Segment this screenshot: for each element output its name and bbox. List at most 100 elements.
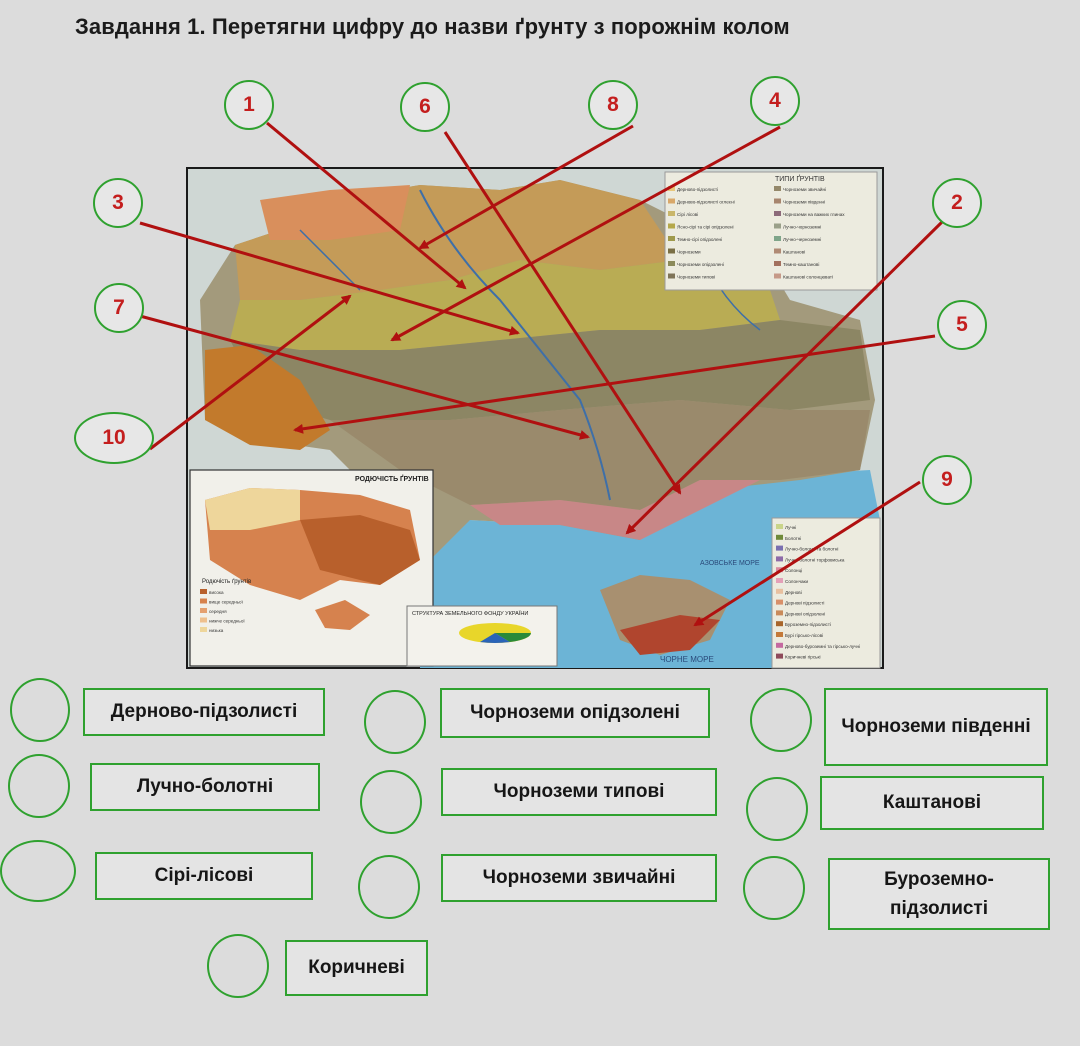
legend-item: Чорноземи звичайні (783, 186, 826, 192)
legend-item: Чорноземи типові (677, 275, 715, 280)
inset-legend-swatch (200, 589, 207, 594)
arrow-4 (390, 125, 781, 342)
label-chornozemy-pivdenni: Чорноземи південні (824, 688, 1048, 766)
legend-swatch (668, 198, 675, 204)
drop-slot-5[interactable] (360, 770, 422, 834)
legend2-swatch (776, 632, 783, 637)
legend-swatch (668, 186, 675, 191)
drop-slot-7[interactable] (0, 840, 76, 902)
structure-slice (495, 633, 531, 642)
legend2-swatch (776, 524, 783, 529)
legend2-item: Дернові опідзолені (785, 611, 825, 616)
legend2-swatch (776, 599, 783, 605)
legend2-item: Дернові підзолисті (785, 601, 824, 606)
legend2-swatch (776, 610, 783, 616)
inset-zone-low (205, 488, 300, 530)
label-kashtanovi: Каштанові (820, 776, 1044, 830)
legend2-swatch (776, 653, 783, 659)
legend-swatch (668, 248, 675, 254)
legend-swatch (774, 186, 781, 191)
legend2-swatch (776, 588, 783, 594)
legend2-item: Бурі гірсько-лісові (785, 633, 823, 638)
inset-legend-swatch (200, 627, 207, 632)
legend-item: Темно-сірі опідзолені (677, 237, 722, 242)
arrow-10 (149, 294, 352, 451)
inset-title: РОДЮЧІСТЬ ҐРУНТІВ (355, 474, 429, 483)
legend-swatch (668, 211, 675, 216)
label-chornozemy-typovi: Чорноземи типові (441, 768, 717, 816)
legend-swatch (774, 261, 781, 266)
legend2-item: Коричневі гірські (785, 655, 821, 660)
legend-item: Темно-каштанові (783, 262, 819, 267)
label-chornozemy-opidzoleni: Чорноземи опідзолені (440, 688, 710, 738)
arrow-7 (139, 314, 590, 440)
inset-crimea (315, 600, 370, 630)
legend2-swatch (776, 642, 783, 648)
number-3-circle[interactable]: 3 (93, 178, 143, 228)
drop-slot-1[interactable] (10, 678, 70, 742)
legend-swatch (774, 223, 781, 229)
legend-item: Сірі лісові (677, 212, 698, 217)
legend-swatch (774, 273, 781, 279)
inset-legend-swatch (200, 598, 207, 604)
inset-legend-item: нижче середньої (209, 619, 245, 624)
drop-slot-3[interactable] (750, 688, 812, 752)
number-2-circle[interactable]: 2 (932, 178, 982, 228)
number-7-circle[interactable]: 7 (94, 283, 144, 333)
legend-swatch (774, 211, 781, 216)
number-9-circle[interactable]: 9 (922, 455, 972, 505)
inset-legend-item: низька (209, 628, 224, 633)
legend-item: Чорноземи на важких глинах (783, 212, 845, 217)
zone-chernozem-typical (230, 320, 870, 420)
label-burozemno-pidzolysti: Буроземно-підзолисті (828, 858, 1050, 930)
legend-item: Дерново-підзолисті (677, 187, 718, 192)
drop-slot-6[interactable] (746, 777, 808, 841)
legend-swatch (774, 248, 781, 254)
number-8-circle[interactable]: 8 (588, 80, 638, 130)
legend-item: Чорноземи південні (783, 200, 825, 205)
number-1-circle[interactable]: 1 (224, 80, 274, 130)
label-dernovo-pidzolysti: Дерново-підзолисті (83, 688, 325, 736)
structure-title: СТРУКТУРА ЗЕМЕЛЬНОГО ФОНДУ УКРАЇНИ (412, 610, 528, 617)
task-title: Завдання 1. Перетягни цифру до назви ґру… (75, 14, 790, 39)
legend-item: Дерново-підзолисті оглеєні (677, 200, 735, 205)
number-10-circle[interactable]: 10 (74, 412, 154, 464)
legend-item: Каштанові (783, 250, 805, 255)
legend-swatch (668, 223, 675, 229)
legend2-swatch (776, 545, 783, 551)
number-5-circle[interactable]: 5 (937, 300, 987, 350)
zone-sod (260, 185, 410, 240)
arrow-5 (293, 334, 936, 434)
drop-slot-4[interactable] (8, 754, 70, 818)
arrow-8 (418, 124, 634, 250)
drop-slot-9[interactable] (743, 856, 805, 920)
number-6-circle[interactable]: 6 (400, 82, 450, 132)
inset-legend-title: Родючість ґрунтів (202, 578, 251, 585)
zone-southern (470, 480, 760, 540)
legend2-item: Лучно-болотні торфовиська (785, 557, 845, 562)
legend2-item: Лучні (785, 525, 796, 530)
inset-legend-item: середня (209, 609, 227, 614)
drop-slot-8[interactable] (358, 855, 420, 919)
legend-item: Лучно-черноземні (783, 237, 821, 242)
azov-sea-label: АЗОВСЬКЕ МОРЕ (700, 560, 760, 567)
legend-item: Чорноземи (677, 250, 701, 255)
legend2-swatch (776, 556, 783, 562)
label-korychnevi: Коричневі (285, 940, 428, 996)
legend-item: Чорноземи опідзолені (677, 262, 724, 267)
drop-slot-10[interactable] (207, 934, 269, 998)
legend-swatch (774, 236, 781, 241)
inset-legend-item: вище середньої (209, 600, 244, 605)
number-4-circle[interactable]: 4 (750, 76, 800, 126)
inset-zone-high (300, 515, 420, 585)
legend-swatch (668, 236, 675, 241)
inset-legend-swatch (200, 608, 207, 613)
dnipro-river (419, 189, 611, 501)
legend-swatch (668, 261, 675, 266)
black-sea-label: ЧОРНЕ МОРЕ (660, 655, 714, 664)
legend2-item: Солончаки (785, 579, 809, 584)
inset-legend-swatch (200, 617, 207, 623)
drop-slot-2[interactable] (364, 690, 426, 754)
